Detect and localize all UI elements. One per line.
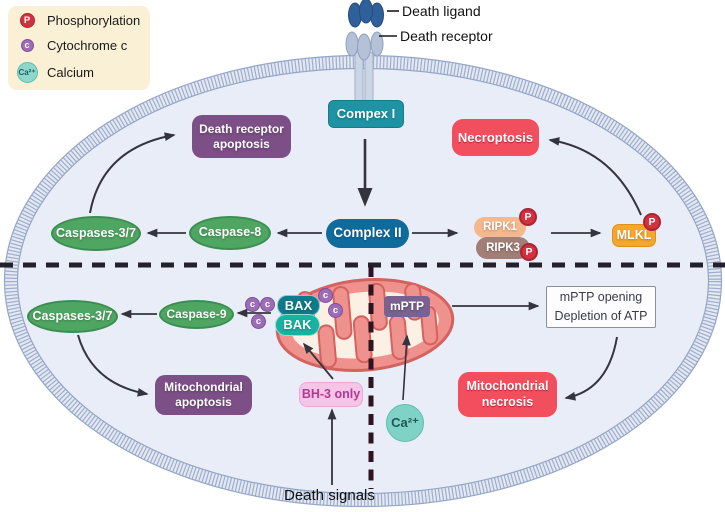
death-receptor-label: Death receptor (400, 28, 493, 44)
caspase8-node: Caspase-8 (189, 216, 271, 250)
cytochrome-c-icon: c (318, 288, 333, 303)
bak-node: BAK (275, 314, 320, 336)
cytochrome-c-icon: c (245, 297, 260, 312)
phosphorylation-icon: P (19, 13, 35, 28)
arrow-mptp-opening-to-mitochondrial-necrosis (564, 336, 618, 401)
caspases37-upper-node: Caspases-3/7 (51, 216, 141, 251)
caspases37-lower-node: Caspases-3/7 (27, 300, 118, 333)
legend-label: Calcium (47, 65, 94, 80)
bh3-only-node: BH-3 only (299, 382, 363, 407)
legend-item-cytochrome-c: c Cytochrome c (16, 38, 142, 53)
arrow-caspases37-to-mitochondrial-apoptosis (77, 334, 149, 397)
necroptosis-node: Necroptosis (452, 119, 539, 156)
phosphorylation-icon: P (520, 243, 538, 261)
phosphorylation-icon: P (643, 213, 661, 231)
cytochrome-c-icon: c (251, 314, 266, 329)
mptp-opening-line2: Depletion of ATP (554, 309, 648, 323)
ripk1-node: RIPK1 (474, 217, 526, 238)
legend: P Phosphorylation c Cytochrome c Ca²⁺ Ca… (8, 6, 150, 90)
cytochrome-c-icon: c (20, 38, 34, 52)
caspase9-node: Caspase-9 (159, 300, 234, 329)
calcium-icon: Ca²⁺ (16, 62, 38, 83)
legend-label: Phosphorylation (47, 13, 141, 28)
calcium-node: Ca²⁺ (386, 404, 424, 442)
ripk3-node: RIPK3 (476, 237, 530, 259)
pathway-arrows (77, 132, 642, 485)
arrow-calcium-to-mptp (402, 334, 411, 401)
mptp-opening-line1: mPTP opening (559, 290, 643, 305)
legend-label: Cytochrome c (47, 37, 128, 53)
death-signals-label: Death signals (284, 487, 375, 504)
mptp-opening-box: mPTP opening Depletion of ATP (546, 286, 656, 328)
arrow-bh3-to-baxbak (302, 342, 334, 380)
mitochondrial-necrosis-node: Mitochondrial necrosis (458, 372, 557, 417)
arrow-mlkl-to-necroptosis (548, 137, 642, 216)
legend-item-calcium: Ca²⁺ Calcium (16, 62, 142, 83)
phosphorylation-icon: P (519, 208, 537, 226)
complex2-node: Complex II (326, 219, 409, 248)
mlkl-node: MLKL (612, 224, 656, 247)
death-receptor-apoptosis-node: Death receptor apoptosis (192, 115, 291, 158)
bax-node: BAX (277, 295, 320, 316)
cytochrome-c-icon: c (260, 297, 275, 312)
death-ligand-label: Death ligand (402, 3, 481, 19)
legend-item-phosphorylation: P Phosphorylation (16, 13, 142, 28)
arrow-caspases37-to-death-receptor-apoptosis (89, 132, 176, 214)
mitochondrial-apoptosis-node: Mitochondrial apoptosis (155, 375, 252, 415)
death-receptor-graphic (345, 0, 399, 105)
complex1-node: Compex I (328, 100, 404, 128)
mptp-node: mPTP (384, 296, 430, 317)
cytochrome-c-icon: c (328, 303, 343, 318)
